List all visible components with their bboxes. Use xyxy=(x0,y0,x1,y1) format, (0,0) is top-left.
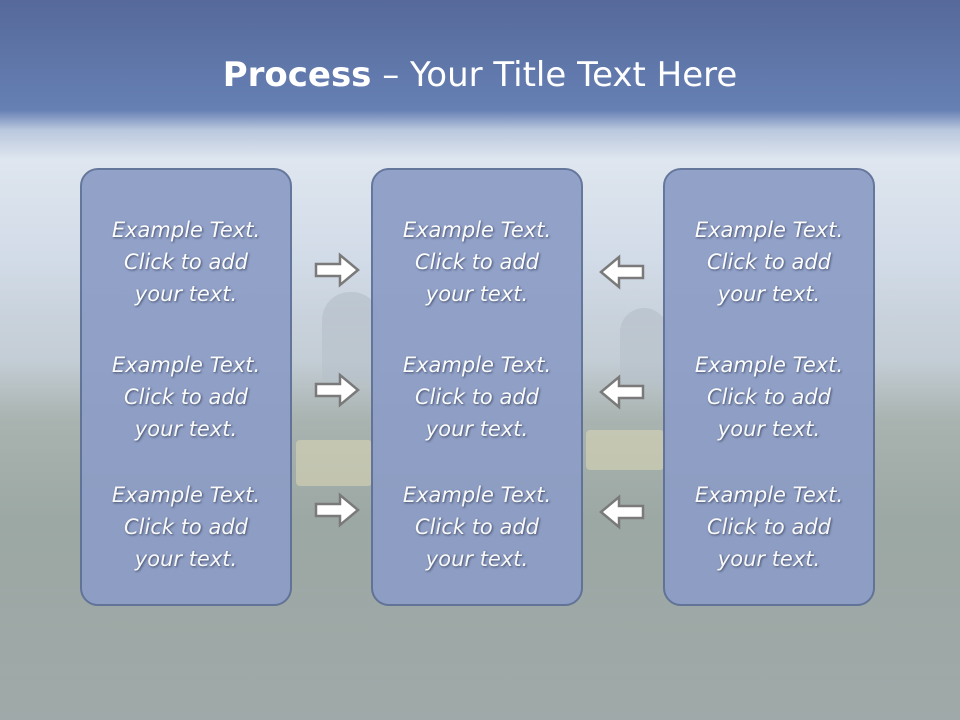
panel-text-block[interactable]: Example Text. Click to add your text. xyxy=(82,479,290,575)
arrow-left-icon xyxy=(599,254,645,290)
panel-text-block[interactable]: Example Text. Click to add your text. xyxy=(373,479,581,575)
panel-text-block[interactable]: Example Text. Click to add your text. xyxy=(82,349,290,445)
panel-text-block[interactable]: Example Text. Click to add your text. xyxy=(373,349,581,445)
panel-text-line: Click to add xyxy=(706,250,831,274)
arrow-right-icon xyxy=(314,372,360,408)
panel-text-line: your text. xyxy=(717,282,821,306)
panel-text-line: Click to add xyxy=(706,515,831,539)
panel-text-line: Click to add xyxy=(706,385,831,409)
arrow-left-icon xyxy=(599,494,645,530)
panel-text-line: Example Text. xyxy=(694,218,844,242)
chair-left xyxy=(296,440,372,486)
panel-text-line: Example Text. xyxy=(402,218,552,242)
panel-text-line: Click to add xyxy=(414,515,539,539)
panel-text-line: Example Text. xyxy=(111,353,261,377)
panel-text-line: your text. xyxy=(425,282,529,306)
panel-text-line: your text. xyxy=(717,417,821,441)
panel-text-block[interactable]: Example Text. Click to add your text. xyxy=(665,479,873,575)
panel-text-line: Example Text. xyxy=(111,218,261,242)
panel-text-line: Click to add xyxy=(123,250,248,274)
process-panel-right[interactable]: Example Text. Click to add your text. Ex… xyxy=(663,168,875,606)
panel-text-line: Click to add xyxy=(123,515,248,539)
panel-text-block[interactable]: Example Text. Click to add your text. xyxy=(373,214,581,310)
chair-right xyxy=(586,430,664,470)
panel-text-line: Example Text. xyxy=(694,353,844,377)
arrow-left-icon xyxy=(599,374,645,410)
panel-text-line: your text. xyxy=(425,417,529,441)
panel-text-line: Example Text. xyxy=(694,483,844,507)
panel-text-line: Example Text. xyxy=(402,353,552,377)
slide-title[interactable]: Process – Your Title Text Here xyxy=(0,52,960,98)
panel-text-line: Click to add xyxy=(123,385,248,409)
panel-text-line: Example Text. xyxy=(402,483,552,507)
panel-text-line: Click to add xyxy=(414,250,539,274)
process-panel-middle[interactable]: Example Text. Click to add your text. Ex… xyxy=(371,168,583,606)
panel-text-line: your text. xyxy=(134,417,238,441)
slide-title-rest: – Your Title Text Here xyxy=(371,55,738,95)
panel-text-block[interactable]: Example Text. Click to add your text. xyxy=(82,214,290,310)
panel-text-block[interactable]: Example Text. Click to add your text. xyxy=(665,214,873,310)
panel-text-line: your text. xyxy=(425,547,529,571)
process-panel-left[interactable]: Example Text. Click to add your text. Ex… xyxy=(80,168,292,606)
person-silhouette-right xyxy=(620,308,668,388)
slide-title-bold: Process xyxy=(222,55,372,95)
arrow-right-icon xyxy=(314,492,360,528)
panel-text-line: your text. xyxy=(717,547,821,571)
panel-text-line: your text. xyxy=(134,282,238,306)
person-silhouette-left xyxy=(322,292,380,382)
panel-text-line: Example Text. xyxy=(111,483,261,507)
panel-text-line: Click to add xyxy=(414,385,539,409)
panel-text-line: your text. xyxy=(134,547,238,571)
panel-text-block[interactable]: Example Text. Click to add your text. xyxy=(665,349,873,445)
arrow-right-icon xyxy=(314,252,360,288)
